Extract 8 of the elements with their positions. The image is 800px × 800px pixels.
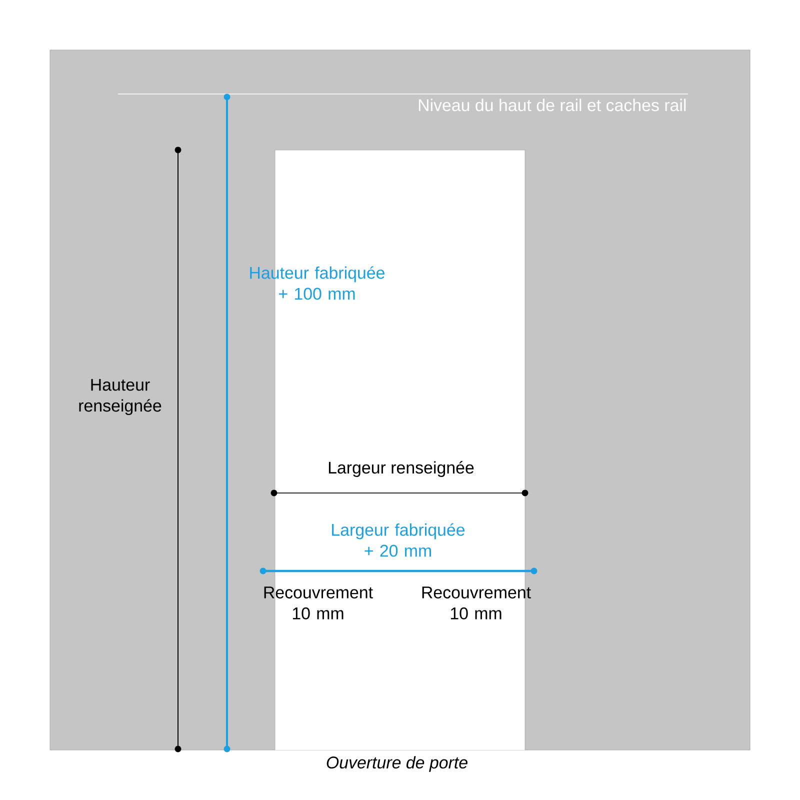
dimension-label: Hauteur renseignée	[79, 378, 162, 416]
caption: Ouverture de porte	[326, 756, 468, 772]
dimension-label: Recouvrement 10 mm	[264, 586, 373, 620]
level-label: Niveau du haut de rail et caches rail	[418, 98, 686, 112]
dimension-label: Largeur renseignée	[328, 461, 474, 477]
dimension-label: Largeur fabriquée + 20 mm	[332, 523, 465, 557]
dimension-label: Hauteur fabriquée + 100 mm	[250, 266, 384, 300]
dimension-label: Recouvrement 10 mm	[422, 586, 531, 620]
